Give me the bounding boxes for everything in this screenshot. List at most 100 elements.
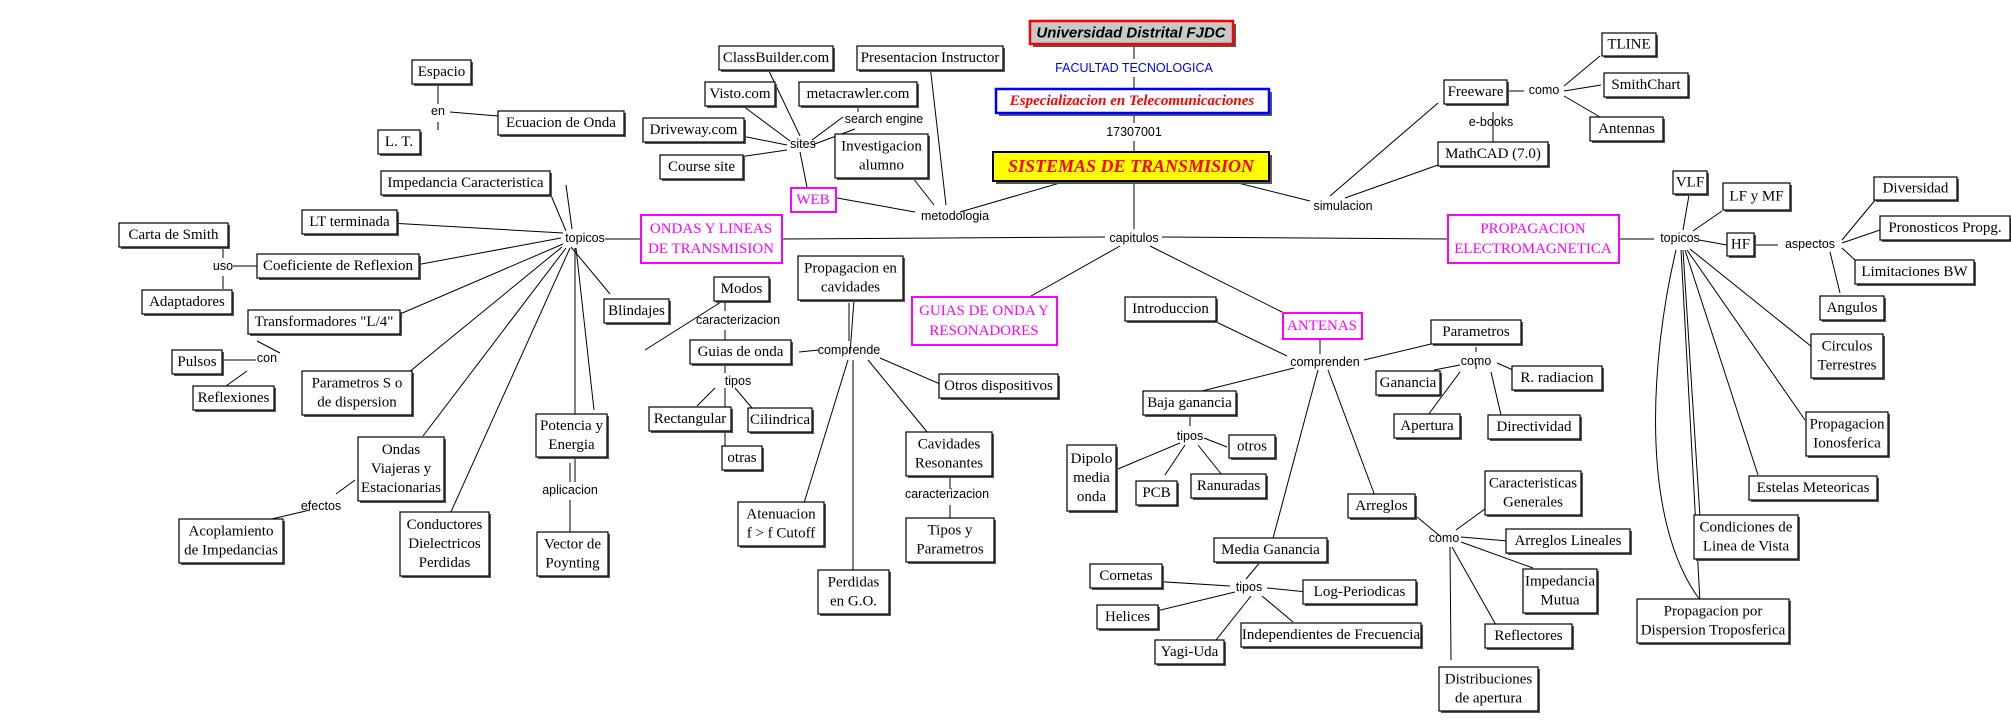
concept-text: Estacionarias xyxy=(361,480,441,496)
concept-text: Caracteristicas xyxy=(1489,476,1577,492)
concept-text: PCB xyxy=(1142,485,1170,501)
concept-text: Freeware xyxy=(1448,84,1504,100)
concept-box xyxy=(856,45,1004,71)
concept-box xyxy=(1096,604,1159,630)
concept-mediaganancia: Media Ganancia xyxy=(1213,537,1329,564)
concept-estelas: Estelas Meteoricas xyxy=(1748,475,1879,502)
concept-box xyxy=(817,569,890,615)
link-metodologia: metodologia xyxy=(921,209,989,223)
concept-box xyxy=(1190,473,1267,499)
link-ebooks: e-books xyxy=(1469,115,1513,129)
concept-antennas: Antennas xyxy=(1589,116,1665,143)
concept-box xyxy=(357,436,445,502)
concept-text: LT terminada xyxy=(309,214,390,230)
link-caracterizacion-guias: caracterizacion xyxy=(696,313,780,327)
svg-text:WEB: WEB xyxy=(796,192,829,208)
link-arreglos-como: como xyxy=(1429,531,1460,545)
concept-text: Introduccion xyxy=(1132,301,1209,317)
concept-text: Tipos y xyxy=(928,523,973,539)
concept-arreglos: Arreglos xyxy=(1347,493,1417,520)
faculty-label: FACULTAD TECNOLOGICA xyxy=(1055,61,1213,75)
concept-smithchart: SmithChart xyxy=(1603,72,1690,99)
concept-text: Distribuciones xyxy=(1445,672,1533,688)
concept-text: Ondas xyxy=(382,442,420,458)
link-aspectos: aspectos xyxy=(1785,237,1835,251)
concept-text: Estelas Meteoricas xyxy=(1757,480,1870,496)
link-sites: sites xyxy=(790,137,816,151)
link-parametros-como: como xyxy=(1461,354,1492,368)
concept-text: Conductores xyxy=(407,517,483,533)
concept-text: de dispersion xyxy=(317,395,397,411)
concept-modos: Modos xyxy=(713,276,771,303)
concept-box xyxy=(192,385,275,411)
concept-box xyxy=(1879,215,2011,241)
concept-rradiacion: R. radiacion xyxy=(1511,365,1604,392)
link-en: en xyxy=(431,104,445,118)
branch-nodes: ONDAS Y LINEAS DE TRANSMISION GUIAS DE O… xyxy=(640,187,1620,346)
concept-box xyxy=(1124,296,1217,322)
concept-text: Otros dispositivos xyxy=(944,378,1053,394)
concept-text: f > f Cutoff xyxy=(747,526,816,542)
concept-text: Mutua xyxy=(1540,593,1580,609)
header: Universidad Distrital FJDC FACULTAD TECN… xyxy=(992,19,1272,184)
concept-box xyxy=(118,222,229,248)
concept-text: Cilindrica xyxy=(750,412,810,428)
concept-text: Course site xyxy=(668,159,735,175)
concept-box xyxy=(1154,639,1225,665)
concept-cilindrica: Cilindrica xyxy=(747,407,814,434)
concept-text: Propagacion por xyxy=(1664,604,1763,620)
concept-ranuradas: Ranuradas xyxy=(1190,473,1268,500)
concept-box xyxy=(747,407,813,433)
concept-limitaciones: Limitaciones BW xyxy=(1854,259,1976,286)
concept-ganancia: Ganancia xyxy=(1375,370,1442,397)
concept-text: Antennas xyxy=(1598,121,1655,137)
concept-transformadores: Transformadores "L/4" xyxy=(247,309,402,336)
svg-text:ELECTROMAGNETICA: ELECTROMAGNETICA xyxy=(1454,241,1612,257)
concept-text: Impedancia xyxy=(1525,574,1595,590)
concept-text: TLINE xyxy=(1607,37,1650,53)
concept-box xyxy=(1484,470,1582,516)
concept-reflectores: Reflectores xyxy=(1484,623,1574,650)
concept-text: onda xyxy=(1077,489,1107,505)
concept-text: Reflexiones xyxy=(198,390,270,406)
concept-text: otros xyxy=(1237,439,1267,455)
concept-lfmf: LF y MF xyxy=(1722,182,1792,212)
concept-text: Parametros xyxy=(916,542,984,558)
concept-text: L. T. xyxy=(385,134,413,150)
concept-ecuacion: Ecuacion de Onda xyxy=(497,110,626,137)
concept-text: Rectangular xyxy=(654,411,726,427)
branch-antenas: ANTENAS xyxy=(1282,312,1363,340)
link-comprenden: comprenden xyxy=(1290,355,1360,369)
concept-box xyxy=(1142,390,1237,416)
concept-box xyxy=(603,298,670,324)
concept-text: Cavidades xyxy=(918,437,981,453)
link-search-engine: search engine xyxy=(845,112,924,126)
concept-box xyxy=(536,531,609,577)
concept-text: Parametros S o xyxy=(312,376,403,392)
concept-box xyxy=(399,511,490,577)
concept-box xyxy=(1437,141,1549,167)
concept-box xyxy=(1505,528,1631,554)
concept-pulsos: Pulsos xyxy=(171,349,224,376)
concept-box xyxy=(797,255,904,301)
concept-text: Dipolo xyxy=(1071,451,1113,467)
concept-text: Viajeras y xyxy=(371,461,432,477)
concept-freeware: Freeware xyxy=(1443,79,1509,106)
concept-box xyxy=(905,431,993,477)
concept-tipospar: Tipos y Parametros xyxy=(905,517,996,564)
concept-ltterminada: LT terminada xyxy=(301,209,399,236)
concept-text: Espacio xyxy=(418,64,465,80)
concept-box xyxy=(1135,480,1178,506)
university-box xyxy=(1028,19,1235,46)
branch-web: WEB xyxy=(790,187,837,213)
concept-text: VLF xyxy=(1676,175,1704,191)
concept-otros: otros xyxy=(1228,434,1277,460)
